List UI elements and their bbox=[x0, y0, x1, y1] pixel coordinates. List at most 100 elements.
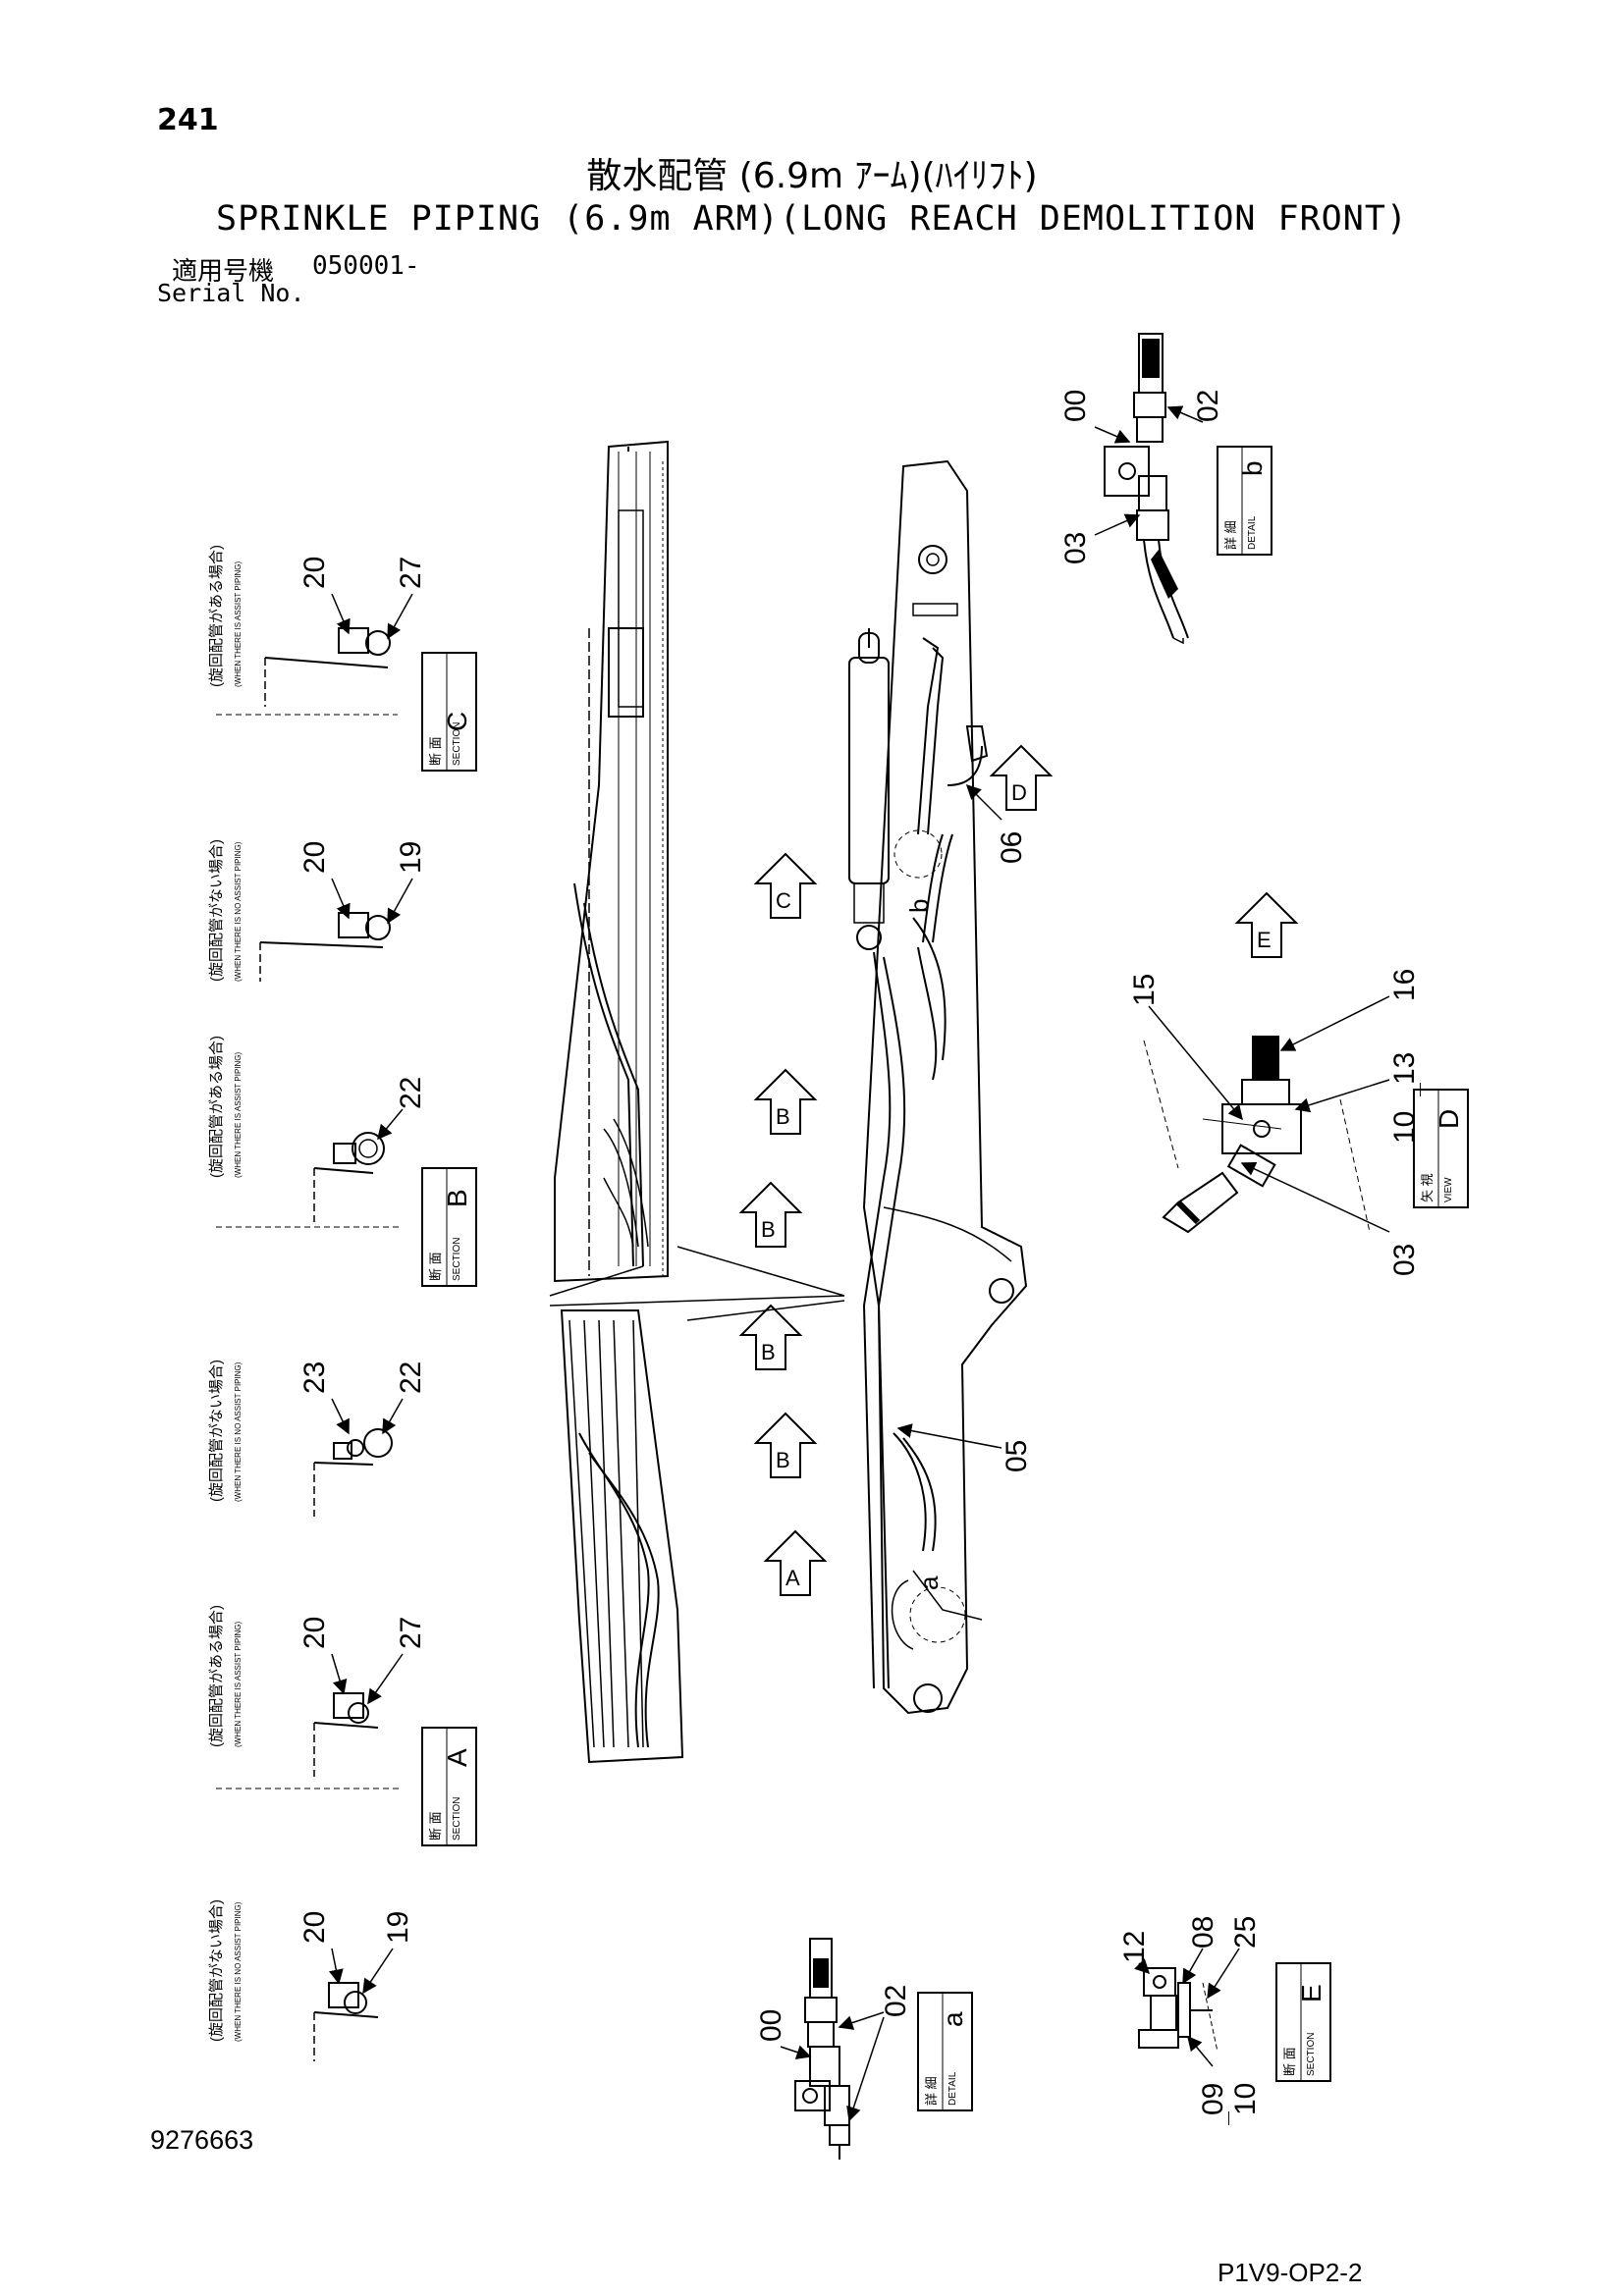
part-label-02: 02 bbox=[1192, 390, 1224, 422]
part-label-16: 16 bbox=[1388, 969, 1421, 1001]
part-label-20: 20 bbox=[298, 1617, 331, 1649]
part-label-22: 22 bbox=[395, 1362, 427, 1394]
part-label-09: 09 bbox=[1197, 2083, 1229, 2115]
detail-label-en-b: DETAIL bbox=[1247, 515, 1258, 550]
serial-label-japanese: 適用号機 bbox=[172, 257, 275, 287]
section-a-panel: (旋回配管がある場合) (WHEN THERE IS ASSIST PIPING… bbox=[208, 1605, 477, 1846]
part-label-27: 27 bbox=[395, 557, 427, 589]
part-label-19: 19 bbox=[382, 1911, 414, 1944]
title-english: SPRINKLE PIPING (6.9m ARM)(LONG REACH DE… bbox=[216, 199, 1408, 239]
section-arrow-b-1: B bbox=[753, 1068, 818, 1135]
detail-a-drawing: 00 02 a 詳 細 DETAIL bbox=[755, 1938, 973, 2160]
detail-b-callout: b bbox=[904, 899, 934, 913]
section-arrow-a: A bbox=[763, 1529, 828, 1596]
part-label-00: 00 bbox=[1059, 390, 1092, 422]
note-with-assist-a: (旋回配管がある場合) bbox=[208, 1605, 225, 1747]
document-number: 9276663 bbox=[150, 2125, 254, 2155]
part-label-20: 20 bbox=[298, 557, 331, 589]
part-label-20: 20 bbox=[298, 841, 331, 874]
section-arrow-e: E bbox=[1234, 891, 1299, 958]
part-label-27: 27 bbox=[395, 1617, 427, 1649]
serial-label-english: Serial No. bbox=[157, 279, 305, 307]
range-dash-e: — bbox=[1219, 2111, 1235, 2125]
part-label-13: 13 bbox=[1388, 1052, 1421, 1085]
note-without-assist-c: (旋回配管がない場合) bbox=[208, 839, 225, 982]
section-b-alt-panel: (旋回配管がない場合) (WHEN THERE IS NO ASSIST PIP… bbox=[208, 1360, 427, 1517]
section-label-en-b: SECTION bbox=[452, 1238, 462, 1281]
view-d-drawing: 15 16 13 — 10 03 D 矢 視 VIEW bbox=[1128, 969, 1469, 1276]
part-label-25: 25 bbox=[1229, 1916, 1262, 1949]
note-without-assist-en-b: (WHEN THERE IS NO ASSIST PIPING) bbox=[234, 1362, 243, 1502]
detail-b-letter: b bbox=[1237, 460, 1268, 476]
section-label-jp-e: 断 面 bbox=[1282, 2047, 1297, 2076]
section-c-panel: (旋回配管がある場合) (WHEN THERE IS ASSIST PIPING… bbox=[208, 545, 477, 772]
part-label-10: 10 bbox=[1229, 2083, 1262, 2115]
detail-a-callout: a bbox=[914, 1575, 944, 1590]
detail-label-jp-a: 詳 細 bbox=[924, 2076, 939, 2106]
arrow-c-letter: C bbox=[776, 888, 791, 913]
arrow-d-letter: D bbox=[1011, 780, 1027, 805]
section-label-en-a: SECTION bbox=[452, 1797, 462, 1841]
arrow-b-letter: B bbox=[761, 1340, 776, 1364]
section-b-panel: (旋回配管がある場合) (WHEN THERE IS ASSIST PIPING… bbox=[208, 1036, 477, 1287]
part-label-06: 06 bbox=[996, 831, 1028, 864]
part-label-10: 10 bbox=[1388, 1111, 1421, 1144]
arrow-a-letter: A bbox=[785, 1566, 800, 1590]
note-with-assist-c: (旋回配管がある場合) bbox=[208, 545, 225, 687]
part-label-15: 15 bbox=[1128, 974, 1161, 1006]
title-japanese: 散水配管 (6.9m ｱｰﾑ)(ﾊｲﾘﾌﾄ) bbox=[586, 156, 1038, 196]
arrow-b-letter: B bbox=[776, 1104, 790, 1129]
part-label-20: 20 bbox=[298, 1911, 331, 1944]
arrow-b-letter: B bbox=[761, 1217, 776, 1242]
note-without-assist-a: (旋回配管がない場合) bbox=[208, 1899, 225, 2042]
part-label-02: 02 bbox=[880, 1985, 912, 2017]
view-d-letter: D bbox=[1434, 1109, 1464, 1129]
section-arrow-b-3: B bbox=[738, 1304, 803, 1370]
arrow-b-letter: B bbox=[776, 1448, 790, 1472]
section-arrow-b-2: B bbox=[738, 1181, 803, 1248]
part-label-08: 08 bbox=[1187, 1916, 1219, 1949]
section-label-jp-c: 断 面 bbox=[428, 736, 443, 766]
section-e-letter: E bbox=[1296, 1984, 1326, 2002]
view-label-en-d: VIEW bbox=[1443, 1177, 1454, 1202]
note-with-assist-en-c: (WHEN THERE IS ASSIST PIPING) bbox=[234, 561, 243, 687]
detail-label-jp-b: 詳 細 bbox=[1223, 520, 1238, 550]
part-label-05: 05 bbox=[1001, 1440, 1033, 1472]
part-label-22: 22 bbox=[395, 1077, 427, 1109]
section-b-letter: B bbox=[442, 1189, 472, 1207]
view-arrow-d: D bbox=[989, 744, 1054, 811]
page-number: 241 bbox=[157, 103, 219, 137]
part-label-23: 23 bbox=[298, 1362, 331, 1394]
section-c-alt-panel: (旋回配管がない場合) (WHEN THERE IS NO ASSIST PIP… bbox=[208, 839, 427, 982]
arm-assembly-drawing bbox=[549, 440, 1028, 1764]
section-arrow-c: C bbox=[753, 852, 818, 919]
section-label-en-e: SECTION bbox=[1306, 2033, 1317, 2076]
section-label-en-c: SECTION bbox=[452, 722, 462, 766]
part-label-03: 03 bbox=[1059, 532, 1092, 564]
part-label-19: 19 bbox=[395, 841, 427, 874]
part-label-00: 00 bbox=[755, 2009, 787, 2042]
view-label-jp-d: 矢 視 bbox=[1420, 1173, 1435, 1202]
section-e-drawing: 12 08 25 09 — 10 E 断 面 SECTION bbox=[1118, 1916, 1331, 2125]
part-label-12: 12 bbox=[1118, 1931, 1151, 1963]
note-without-assist-en-c: (WHEN THERE IS NO ASSIST PIPING) bbox=[234, 841, 243, 982]
note-with-assist-b: (旋回配管がある場合) bbox=[208, 1036, 225, 1178]
detail-label-en-a: DETAIL bbox=[947, 2071, 958, 2106]
part-label-03: 03 bbox=[1388, 1244, 1421, 1276]
serial-value: 050001- bbox=[312, 251, 420, 281]
page-code: P1V9-OP2-2 bbox=[1218, 2258, 1363, 2287]
section-label-jp-a: 断 面 bbox=[428, 1811, 443, 1841]
section-label-jp-b: 断 面 bbox=[428, 1252, 443, 1281]
note-without-assist-b: (旋回配管がない場合) bbox=[208, 1360, 225, 1502]
note-with-assist-en-a: (WHEN THERE IS ASSIST PIPING) bbox=[234, 1621, 243, 1747]
detail-b-drawing: 00 02 03 b 詳 細 DETAIL bbox=[1059, 333, 1272, 645]
detail-a-letter: a bbox=[938, 2011, 968, 2027]
arrow-e-letter: E bbox=[1257, 928, 1272, 952]
section-a-alt-panel: (旋回配管がない場合) (WHEN THERE IS NO ASSIST PIP… bbox=[208, 1899, 414, 2061]
note-with-assist-en-b: (WHEN THERE IS ASSIST PIPING) bbox=[234, 1051, 243, 1178]
note-without-assist-en-a: (WHEN THERE IS NO ASSIST PIPING) bbox=[234, 1901, 243, 2042]
section-c-letter: C bbox=[442, 712, 472, 731]
section-arrow-b-4: B bbox=[753, 1412, 818, 1478]
section-a-letter: A bbox=[442, 1748, 472, 1767]
